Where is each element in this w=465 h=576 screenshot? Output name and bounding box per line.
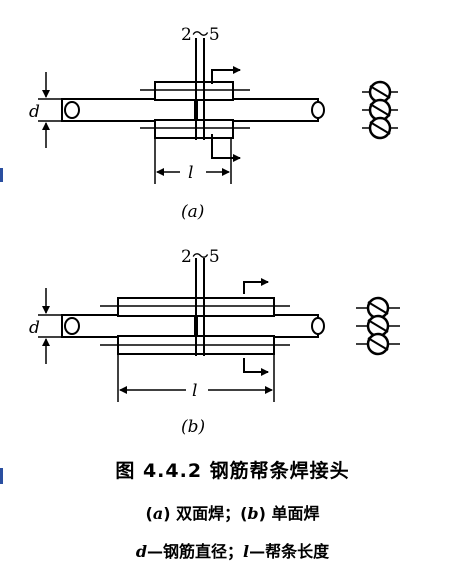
scan-edge-mark xyxy=(0,168,3,182)
figure-caption-legend: d—钢筋直径；l—帮条长度 xyxy=(0,538,465,562)
strap-top-a xyxy=(154,81,234,101)
rebar-end-right-b xyxy=(311,317,325,335)
rebar-end-right-a xyxy=(311,101,325,119)
rebar-end-left-b xyxy=(64,317,80,335)
l-label-b: l xyxy=(192,381,197,401)
legend-text-l: —帮条长度 xyxy=(249,542,330,561)
caption-letter-b: b xyxy=(247,504,259,523)
section-view-b xyxy=(356,296,400,356)
figure-label-b: (b) xyxy=(181,417,205,437)
figure-label-a: (a) xyxy=(181,202,204,222)
rebar-a xyxy=(61,98,319,122)
strap-bottom-a xyxy=(154,119,234,139)
caption-letter-a: a xyxy=(152,504,164,523)
d-label-b: d xyxy=(29,318,40,338)
diagram-a xyxy=(38,38,325,184)
caption-text-a: 双面焊； xyxy=(176,504,241,523)
legend-text-d: —钢筋直径； xyxy=(147,542,244,561)
section-view-a xyxy=(362,80,398,140)
figure-caption-title: 图 4.4.2 钢筋帮条焊接头 xyxy=(115,460,350,482)
scan-edge-mark xyxy=(0,468,3,484)
rebar-b xyxy=(61,314,319,338)
diagram-b xyxy=(38,258,325,402)
legend-symbol-l: l xyxy=(243,542,250,561)
gap-label-a: 2～5 xyxy=(181,25,220,45)
l-label-a: l xyxy=(188,163,193,183)
rebar-end-left-a xyxy=(64,101,80,119)
legend-symbol-d: d xyxy=(135,542,148,561)
caption-text-b: 单面焊 xyxy=(271,504,320,523)
figure-caption-subtitle: (a) 双面焊；(b) 单面焊 xyxy=(145,504,320,523)
gap-label-b: 2～5 xyxy=(181,247,220,267)
d-label-a: d xyxy=(29,102,40,122)
